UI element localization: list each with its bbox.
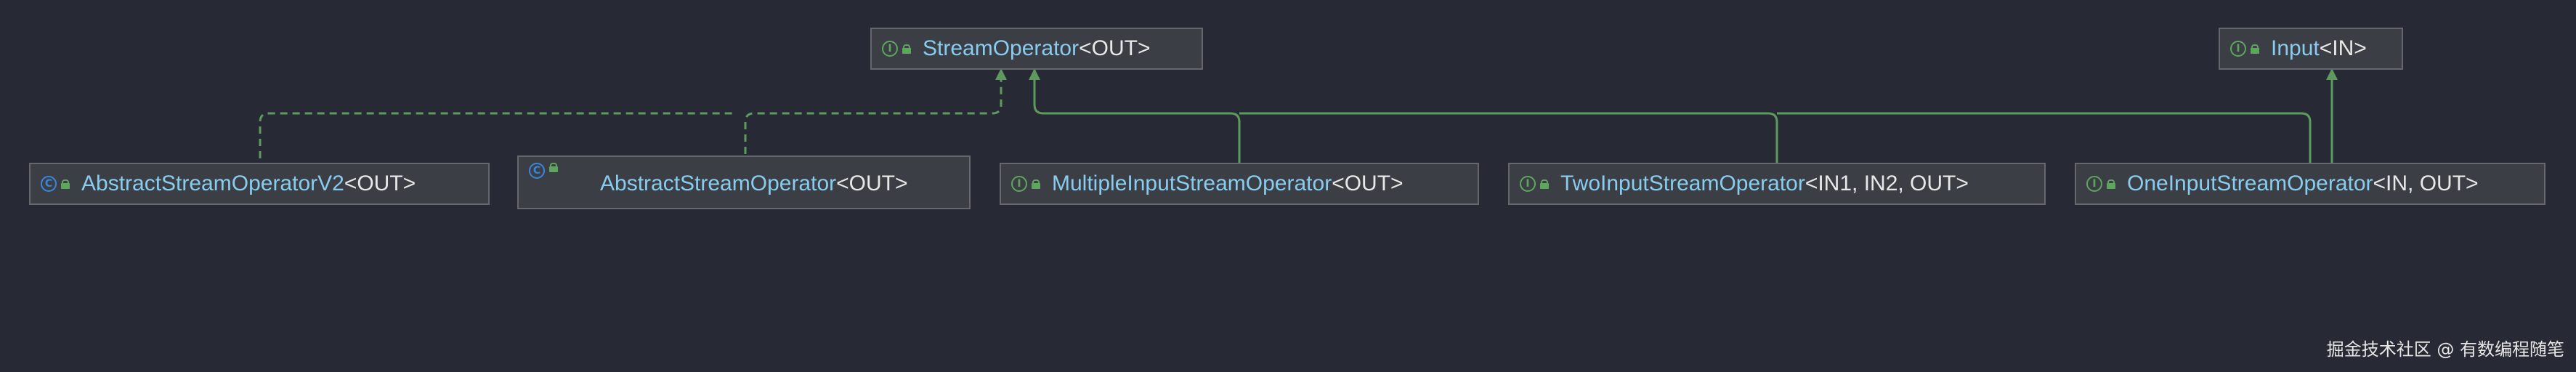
open-lock-icon [902,44,911,54]
type-name: TwoInputStreamOperator [1560,171,1805,195]
arrowhead-streamoperator-left [995,68,1007,80]
label: OneInputStreamOperator<IN, OUT> [2127,171,2479,196]
type-name: AbstractStreamOperator [600,171,837,195]
open-lock-icon [1032,179,1040,189]
type-generics: <IN1, IN2, OUT> [1805,171,1969,195]
edge-multipleinputstreamoperator-to-streamoperator [1033,70,1241,163]
type-generics: <OUT> [1332,171,1404,195]
label: StreamOperator<OUT> [923,36,1150,61]
type-name: StreamOperator [923,36,1080,60]
node-abstractstreamoperatorv2[interactable]: C AbstractStreamOperatorV2<OUT> [29,163,490,205]
class-icon: C [41,176,57,192]
edge-abstractstreamoperatorv2-to-streamoperator [259,112,737,158]
label: MultipleInputStreamOperator<OUT> [1052,171,1404,196]
open-lock-icon [549,163,558,172]
label: Input<IN> [2271,36,2367,61]
class-icon: C [529,163,545,179]
label: AbstractStreamOperatorV2<OUT> [81,171,416,196]
watermark: 掘金技术社区 @ 有数编程随笔 [2326,339,2564,360]
arrowhead-input [2326,68,2338,80]
type-generics: <IN> [2319,36,2367,60]
interface-icon: I [2230,41,2246,57]
label: AbstractStreamOperator<OUT> [600,171,908,196]
type-name: AbstractStreamOperatorV2 [81,171,344,195]
open-lock-icon [2251,44,2259,54]
edge-twoinputstreamoperator-to-streamoperator [1239,112,1778,163]
type-generics: <OUT> [344,171,416,195]
type-name: MultipleInputStreamOperator [1052,171,1332,195]
node-oneinputstreamoperator[interactable]: I OneInputStreamOperator<IN, OUT> [2075,163,2545,205]
open-lock-icon [1540,179,1549,189]
type-generics: <IN, OUT> [2373,171,2479,195]
node-multipleinputstreamoperator[interactable]: I MultipleInputStreamOperator<OUT> [1000,163,1479,205]
open-lock-icon [2107,179,2115,189]
node-input[interactable]: I Input<IN> [2219,28,2403,70]
node-streamoperator[interactable]: I StreamOperator<OUT> [870,28,1203,70]
open-lock-icon [61,179,70,189]
edge-oneinputstreamoperator-to-streamoperator [1777,112,2312,163]
type-generics: <OUT> [836,171,908,195]
arrowhead-streamoperator-right [1029,68,1040,80]
interface-icon: I [882,41,898,57]
interface-icon: I [1011,176,1027,192]
node-twoinputstreamoperator[interactable]: I TwoInputStreamOperator<IN1, IN2, OUT> [1508,163,2046,205]
edge-abstractstreamoperator-to-streamoperator [744,70,1003,154]
type-generics: <OUT> [1079,36,1151,60]
node-abstractstreamoperator[interactable]: C AbstractStreamOperator<OUT> [517,155,971,209]
interface-icon: I [2086,176,2102,192]
type-name: OneInputStreamOperator [2127,171,2373,195]
type-name: Input [2271,36,2320,60]
interface-icon: I [1520,176,1536,192]
label: TwoInputStreamOperator<IN1, IN2, OUT> [1560,171,1969,196]
